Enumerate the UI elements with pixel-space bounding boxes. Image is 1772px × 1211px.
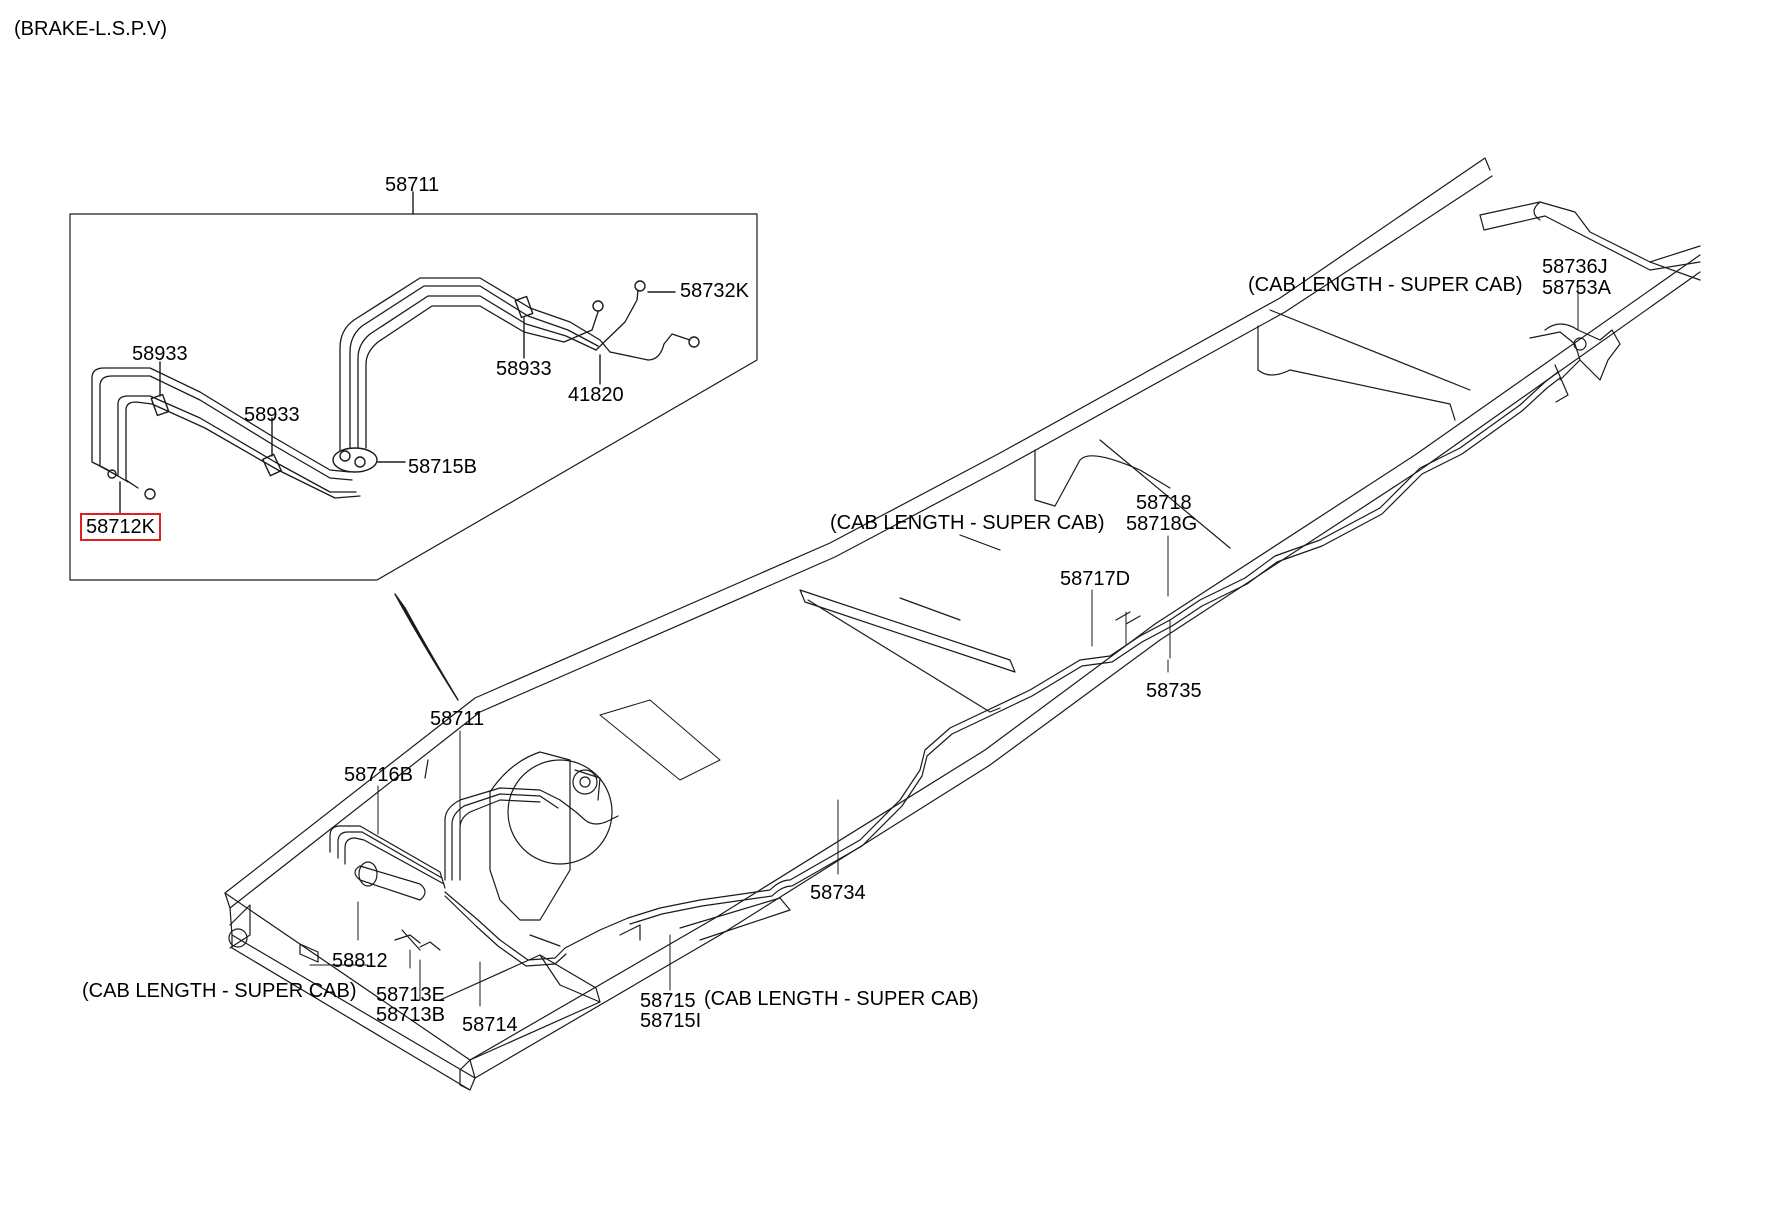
chassis-frame bbox=[224, 157, 1701, 1091]
part-58735[interactable]: 58735 bbox=[1146, 680, 1202, 702]
part-58732K[interactable]: 58732K bbox=[680, 280, 749, 302]
note-cab-length-top-right: (CAB LENGTH - SUPER CAB) bbox=[1248, 274, 1523, 296]
part-58933-b[interactable]: 58933 bbox=[244, 404, 300, 426]
note-cab-length-middle: (CAB LENGTH - SUPER CAB) bbox=[830, 512, 1105, 534]
diagram-title: (BRAKE-L.S.P.V) bbox=[14, 18, 168, 40]
part-58715I[interactable]: 58715I bbox=[640, 1010, 702, 1032]
part-58812[interactable]: 58812 bbox=[332, 950, 388, 972]
part-58734[interactable]: 58734 bbox=[810, 882, 866, 904]
note-cab-length-bottom-left: (CAB LENGTH - SUPER CAB) bbox=[82, 980, 357, 1002]
part-58715[interactable]: 58715 bbox=[640, 990, 696, 1012]
part-58713E[interactable]: 58713E bbox=[376, 984, 445, 1006]
part-58715B[interactable]: 58715B bbox=[408, 456, 477, 478]
part-58713B[interactable]: 58713B bbox=[376, 1004, 445, 1026]
part-58718[interactable]: 58718 bbox=[1136, 492, 1192, 514]
part-58711-main[interactable]: 58711 bbox=[430, 708, 485, 730]
part-58712K-highlighted[interactable]: 58712K bbox=[80, 513, 161, 541]
part-58718G[interactable]: 58718G bbox=[1126, 513, 1198, 535]
part-58716B[interactable]: 58716B bbox=[344, 764, 413, 786]
brake-lines bbox=[329, 323, 1621, 967]
part-58717D[interactable]: 58717D bbox=[1060, 568, 1131, 590]
part-58933-c[interactable]: 58933 bbox=[496, 358, 552, 380]
part-58933-a[interactable]: 58933 bbox=[132, 343, 188, 365]
inset-detail bbox=[69, 191, 758, 581]
part-58736J[interactable]: 58736J bbox=[1542, 256, 1608, 278]
part-41820[interactable]: 41820 bbox=[568, 384, 624, 406]
leader-lines bbox=[309, 285, 1579, 1007]
pointer-arrow bbox=[394, 593, 459, 701]
part-58714[interactable]: 58714 bbox=[462, 1014, 518, 1036]
part-58711-inset[interactable]: 58711 bbox=[385, 174, 440, 196]
part-58753A[interactable]: 58753A bbox=[1542, 277, 1611, 299]
brake-booster bbox=[354, 751, 613, 921]
note-cab-length-bottom-right: (CAB LENGTH - SUPER CAB) bbox=[704, 988, 979, 1010]
